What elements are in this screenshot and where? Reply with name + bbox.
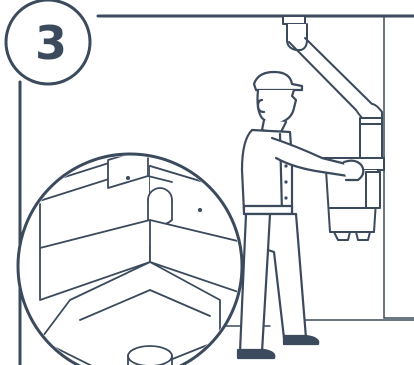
bin-closeup-inset xyxy=(18,148,250,365)
step-number: 3 xyxy=(0,0,98,84)
